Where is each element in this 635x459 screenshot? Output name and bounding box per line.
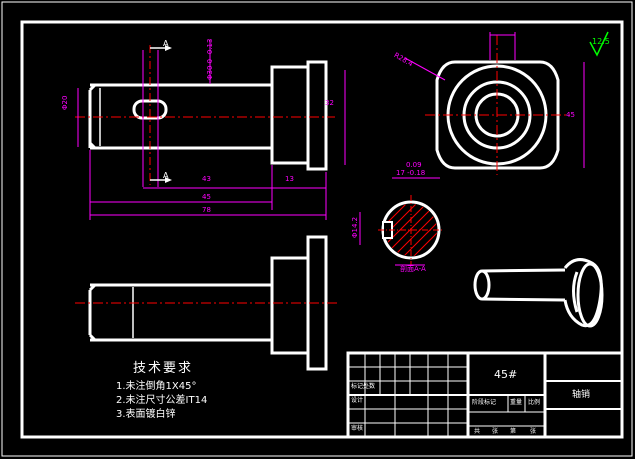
- dim-tol-top: 0.09: [406, 161, 422, 169]
- requirement-line-1: 1.未注倒角1X45°: [116, 381, 197, 392]
- section-label-bottom: A: [163, 171, 169, 180]
- dim-top-phi: Φ30 0 -0.13: [206, 38, 214, 80]
- tb-bottom-label-3: 第: [510, 428, 517, 435]
- inner-frame: [20, 20, 624, 439]
- isometric-view: [473, 258, 604, 328]
- dim-len-13: 13: [285, 175, 294, 183]
- requirement-line-3: 3.表面镀白锌: [116, 409, 176, 420]
- dim-head-height: 32: [325, 99, 334, 107]
- tb-bottom-label-4: 张: [530, 428, 537, 435]
- title-block-lines: [346, 351, 624, 439]
- requirements-title: 技术要求: [133, 361, 194, 376]
- tb-row-label-2: 设计: [351, 397, 364, 404]
- section-marker-bottom: [150, 177, 172, 183]
- dim-dia-left: Φ20: [61, 95, 69, 110]
- roughness-value: 12.5: [592, 37, 610, 46]
- section-marker-top: [150, 45, 172, 51]
- front-view: [88, 60, 328, 171]
- tb-row-label-1: 标记处数: [351, 383, 376, 390]
- tb-mid-label-3: 比例: [528, 399, 541, 406]
- section-label-top: A: [163, 39, 169, 48]
- dim-section-label: 剖面A-A: [400, 265, 426, 273]
- tb-mid-label-2: 重量: [510, 399, 523, 406]
- dim-len-45: 45: [202, 193, 211, 201]
- tb-mid-label-1: 阶段标记: [472, 399, 497, 406]
- section-a-a: [378, 195, 444, 265]
- roughness-symbol: [589, 31, 609, 57]
- tb-bottom-label-2: 张: [492, 428, 499, 435]
- front-dimensions: [77, 40, 346, 220]
- tb-row-label-3: 审核: [351, 425, 364, 432]
- title-block-part-name: 轴销: [572, 390, 591, 400]
- dim-len-78: 78: [202, 206, 211, 214]
- dim-side-height: 45: [566, 111, 575, 119]
- side-dimensions: [404, 32, 585, 168]
- requirement-line-2: 2.未注尺寸公差IT14: [116, 395, 208, 406]
- title-block-material: 45#: [494, 368, 518, 381]
- dim-tol-top2: 17 -0.18: [396, 169, 426, 177]
- dim-section-dia: Φ14.2: [351, 216, 359, 238]
- bottom-view: [88, 235, 328, 371]
- section-dimensions: [359, 177, 440, 266]
- tb-bottom-label-1: 共: [474, 428, 481, 435]
- dim-len-43: 43: [202, 175, 211, 183]
